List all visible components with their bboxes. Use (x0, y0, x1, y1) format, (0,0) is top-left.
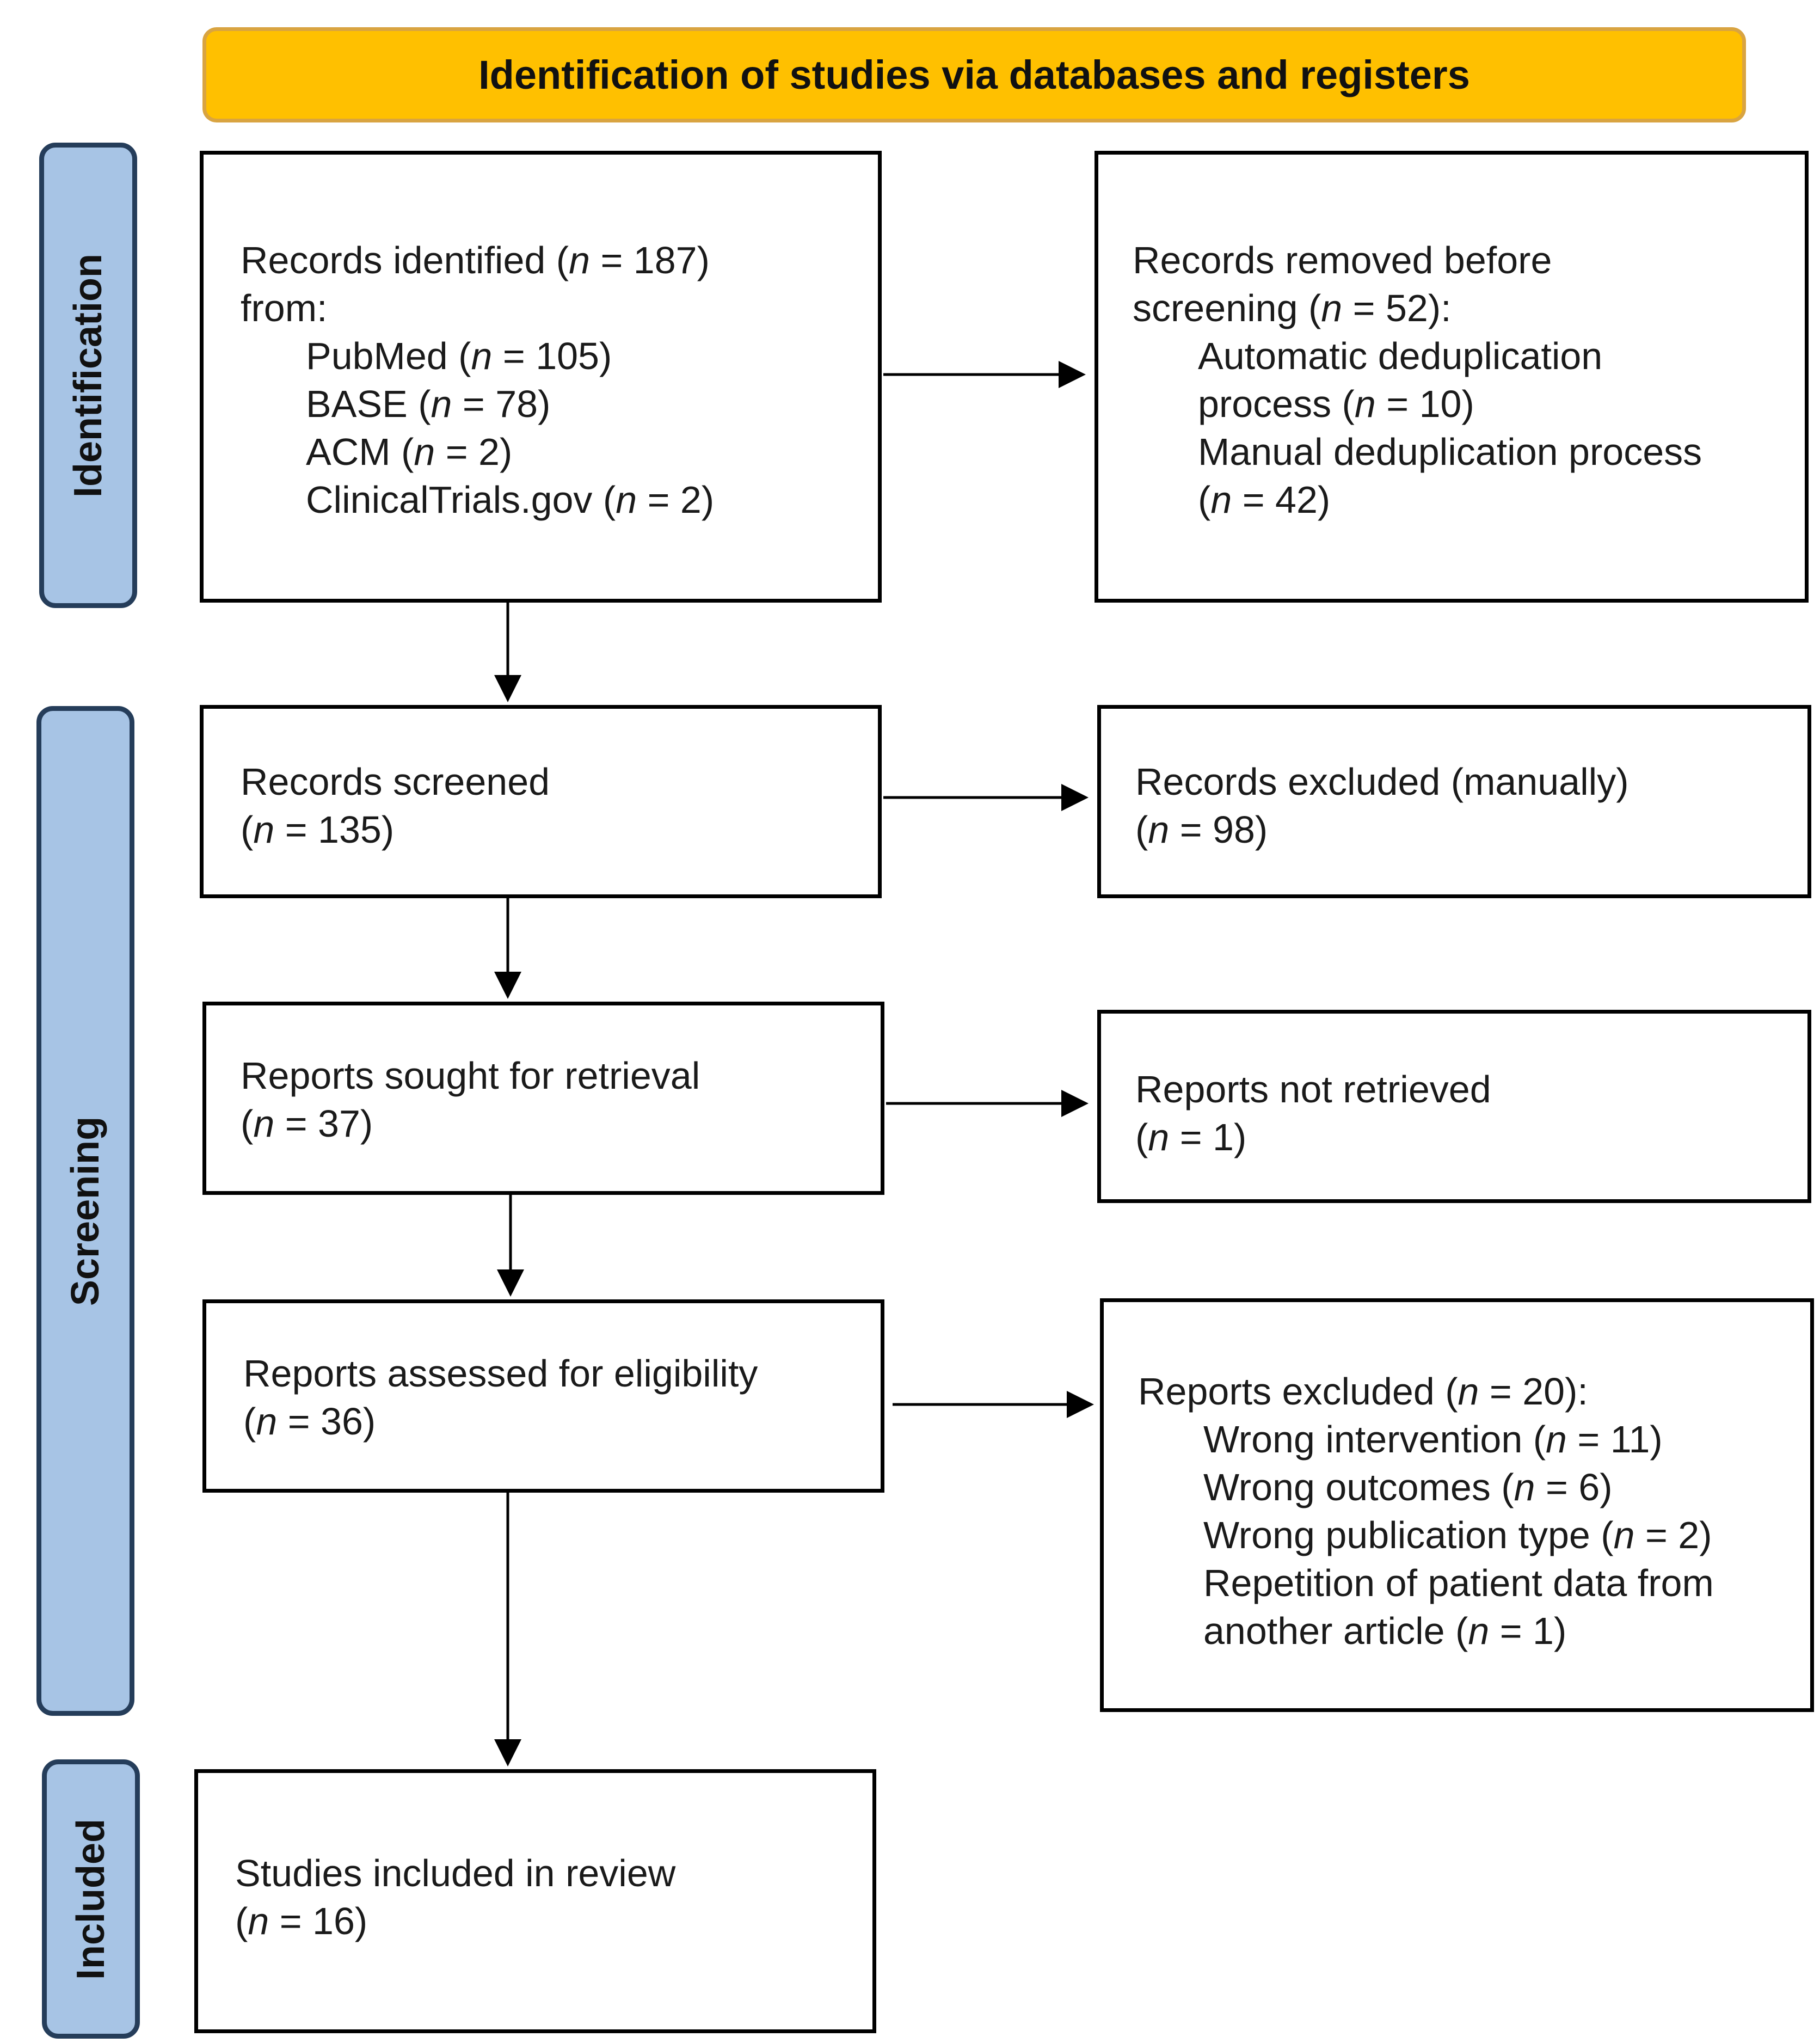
reason-repetition-line1: Repetition of patient data from (1203, 1562, 1714, 1604)
reports-sought-box: Reports sought for retrieval (n = 37) (202, 1002, 884, 1195)
phase-identification: Identification (39, 143, 137, 608)
reason-repetition-line2: another article (n = 1) (1203, 1610, 1567, 1652)
records-removed-total: screening (n = 52): (1133, 287, 1452, 329)
phase-screening: Screening (36, 706, 134, 1716)
source-clinicaltrials: ClinicalTrials.gov (n = 2) (306, 478, 715, 521)
reports-sought-label: Reports sought for retrieval (241, 1054, 700, 1097)
reason-wrong-publication-type: Wrong publication type (n = 2) (1203, 1514, 1712, 1556)
reports-assessed-label: Reports assessed for eligibility (243, 1352, 758, 1395)
records-screened-count: (n = 135) (241, 808, 395, 851)
records-identified-total: Records identified (n = 187) (241, 239, 710, 281)
records-excluded-label: Records excluded (manually) (1135, 760, 1629, 803)
records-excluded-count: (n = 98) (1135, 808, 1268, 851)
records-screened-box: Records screened (n = 135) (200, 705, 882, 898)
reason-wrong-outcomes: Wrong outcomes (n = 6) (1203, 1466, 1613, 1508)
source-acm: ACM (n = 2) (306, 431, 513, 473)
phase-included: Included (42, 1759, 140, 2039)
manual-dedup-line1: Manual deduplication process (1198, 431, 1702, 473)
studies-included-count: (n = 16) (235, 1900, 368, 1942)
records-removed-box: Records removed before screening (n = 52… (1095, 151, 1809, 603)
auto-dedup-line2: process (n = 10) (1198, 383, 1474, 425)
studies-included-label: Studies included in review (235, 1852, 676, 1894)
records-identified-from: from: (241, 287, 328, 329)
reports-assessed-count: (n = 36) (243, 1400, 376, 1443)
identification-banner: Identification of studies via databases … (202, 27, 1746, 122)
source-pubmed: PubMed (n = 105) (306, 335, 612, 377)
reports-excluded-box: Reports excluded (n = 20): Wrong interve… (1100, 1298, 1814, 1712)
auto-dedup-line1: Automatic deduplication (1198, 335, 1603, 377)
studies-included-box: Studies included in review (n = 16) (194, 1769, 876, 2033)
reports-not-retrieved-label: Reports not retrieved (1135, 1068, 1491, 1111)
records-identified-box: Records identified (n = 187) from: PubMe… (200, 151, 882, 603)
source-base: BASE (n = 78) (306, 383, 551, 425)
banner-title: Identification of studies via databases … (478, 52, 1470, 97)
reports-assessed-box: Reports assessed for eligibility (n = 36… (202, 1299, 884, 1493)
reports-sought-count: (n = 37) (241, 1102, 373, 1145)
reports-excluded-total: Reports excluded (n = 20): (1138, 1370, 1588, 1413)
records-removed-line1: Records removed before (1133, 239, 1552, 281)
manual-dedup-line2: (n = 42) (1198, 478, 1331, 521)
reports-not-retrieved-box: Reports not retrieved (n = 1) (1097, 1010, 1811, 1203)
reports-not-retrieved-count: (n = 1) (1135, 1116, 1247, 1158)
records-screened-label: Records screened (241, 760, 550, 803)
reason-wrong-intervention: Wrong intervention (n = 11) (1203, 1418, 1663, 1461)
records-excluded-box: Records excluded (manually) (n = 98) (1097, 705, 1811, 898)
